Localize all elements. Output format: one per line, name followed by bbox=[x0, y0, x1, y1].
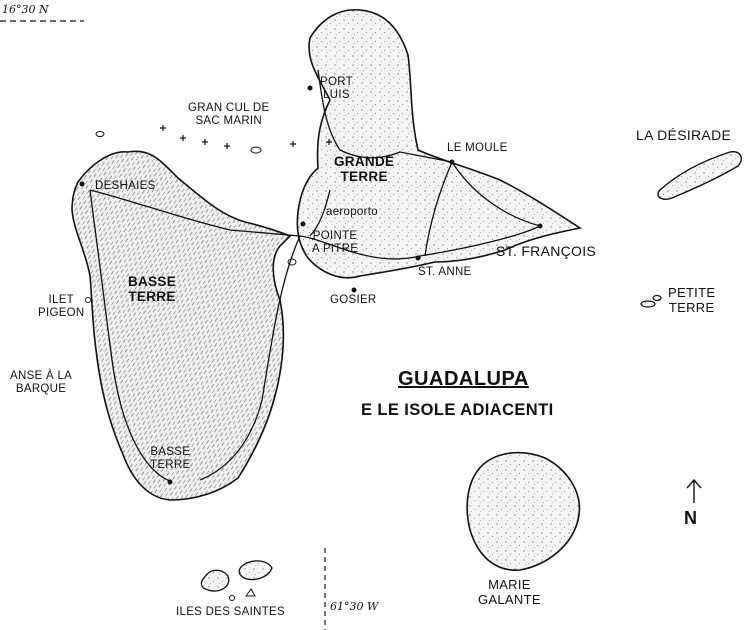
petite-terre-island-a bbox=[640, 300, 656, 308]
north-arrow-icon bbox=[686, 478, 702, 503]
le-moule-label: LE MOULE bbox=[447, 142, 508, 154]
map-title: GUADALUPA bbox=[398, 368, 529, 390]
map-subtitle: E LE ISOLE ADIACENTI bbox=[361, 401, 554, 419]
gran-cul-de-sac-label: GRAN CUL DE SAC MARIN bbox=[188, 102, 270, 127]
iles-des-saintes-islet bbox=[229, 595, 235, 601]
roads bbox=[89, 69, 541, 483]
basse-terre-town-label: BASSE TERRE bbox=[150, 446, 191, 471]
ilet-pigeon-label: ILET PIGEON bbox=[38, 294, 85, 319]
marie-galante-label: MARIE GALANTE bbox=[478, 577, 541, 607]
basse-terre-island bbox=[71, 150, 292, 501]
small-islet bbox=[95, 131, 105, 137]
small-islet bbox=[250, 146, 262, 154]
longitude-label: 61°30 W bbox=[330, 600, 379, 613]
grande-terre-island bbox=[296, 8, 583, 279]
north-label: N bbox=[684, 508, 697, 528]
basse-terre-label: BASSE TERRE bbox=[128, 274, 177, 305]
iles-des-saintes-island-b bbox=[238, 560, 273, 581]
gosier-label: GOSIER bbox=[330, 294, 377, 306]
st-anne-label: ST. ANNE bbox=[418, 266, 472, 278]
iles-des-saintes-label: ILES DES SAINTES bbox=[176, 606, 285, 618]
pointe-a-pitre-label: POINTE A PITRE bbox=[312, 230, 359, 255]
iles-des-saintes-island-a bbox=[200, 569, 230, 592]
petite-terre-label: PETITE TERRE bbox=[668, 285, 716, 315]
petite-terre-island-b bbox=[652, 294, 662, 302]
deshaies-label: DESHAIES bbox=[95, 180, 156, 192]
reef-marks bbox=[160, 125, 332, 149]
ilet-pigeon-islet bbox=[85, 297, 91, 303]
towns bbox=[79, 85, 543, 485]
aeroporto-label: aeroporto bbox=[326, 206, 378, 218]
anse-a-la-barque-label: ANSE À LA BARQUE bbox=[10, 370, 73, 395]
marie-galante-island bbox=[466, 451, 581, 571]
la-desirade-label: LA DÉSIRADE bbox=[636, 127, 732, 143]
iles-des-saintes-islet-b bbox=[245, 588, 256, 597]
la-desirade-island bbox=[657, 151, 742, 200]
port-louis-label: PORT LUIS bbox=[320, 76, 353, 101]
st-francois-label: ST. FRANÇOIS bbox=[496, 243, 597, 259]
latitude-label: 16°30 N bbox=[2, 3, 49, 16]
grande-terre-label: GRANDE TERRE bbox=[334, 154, 395, 185]
